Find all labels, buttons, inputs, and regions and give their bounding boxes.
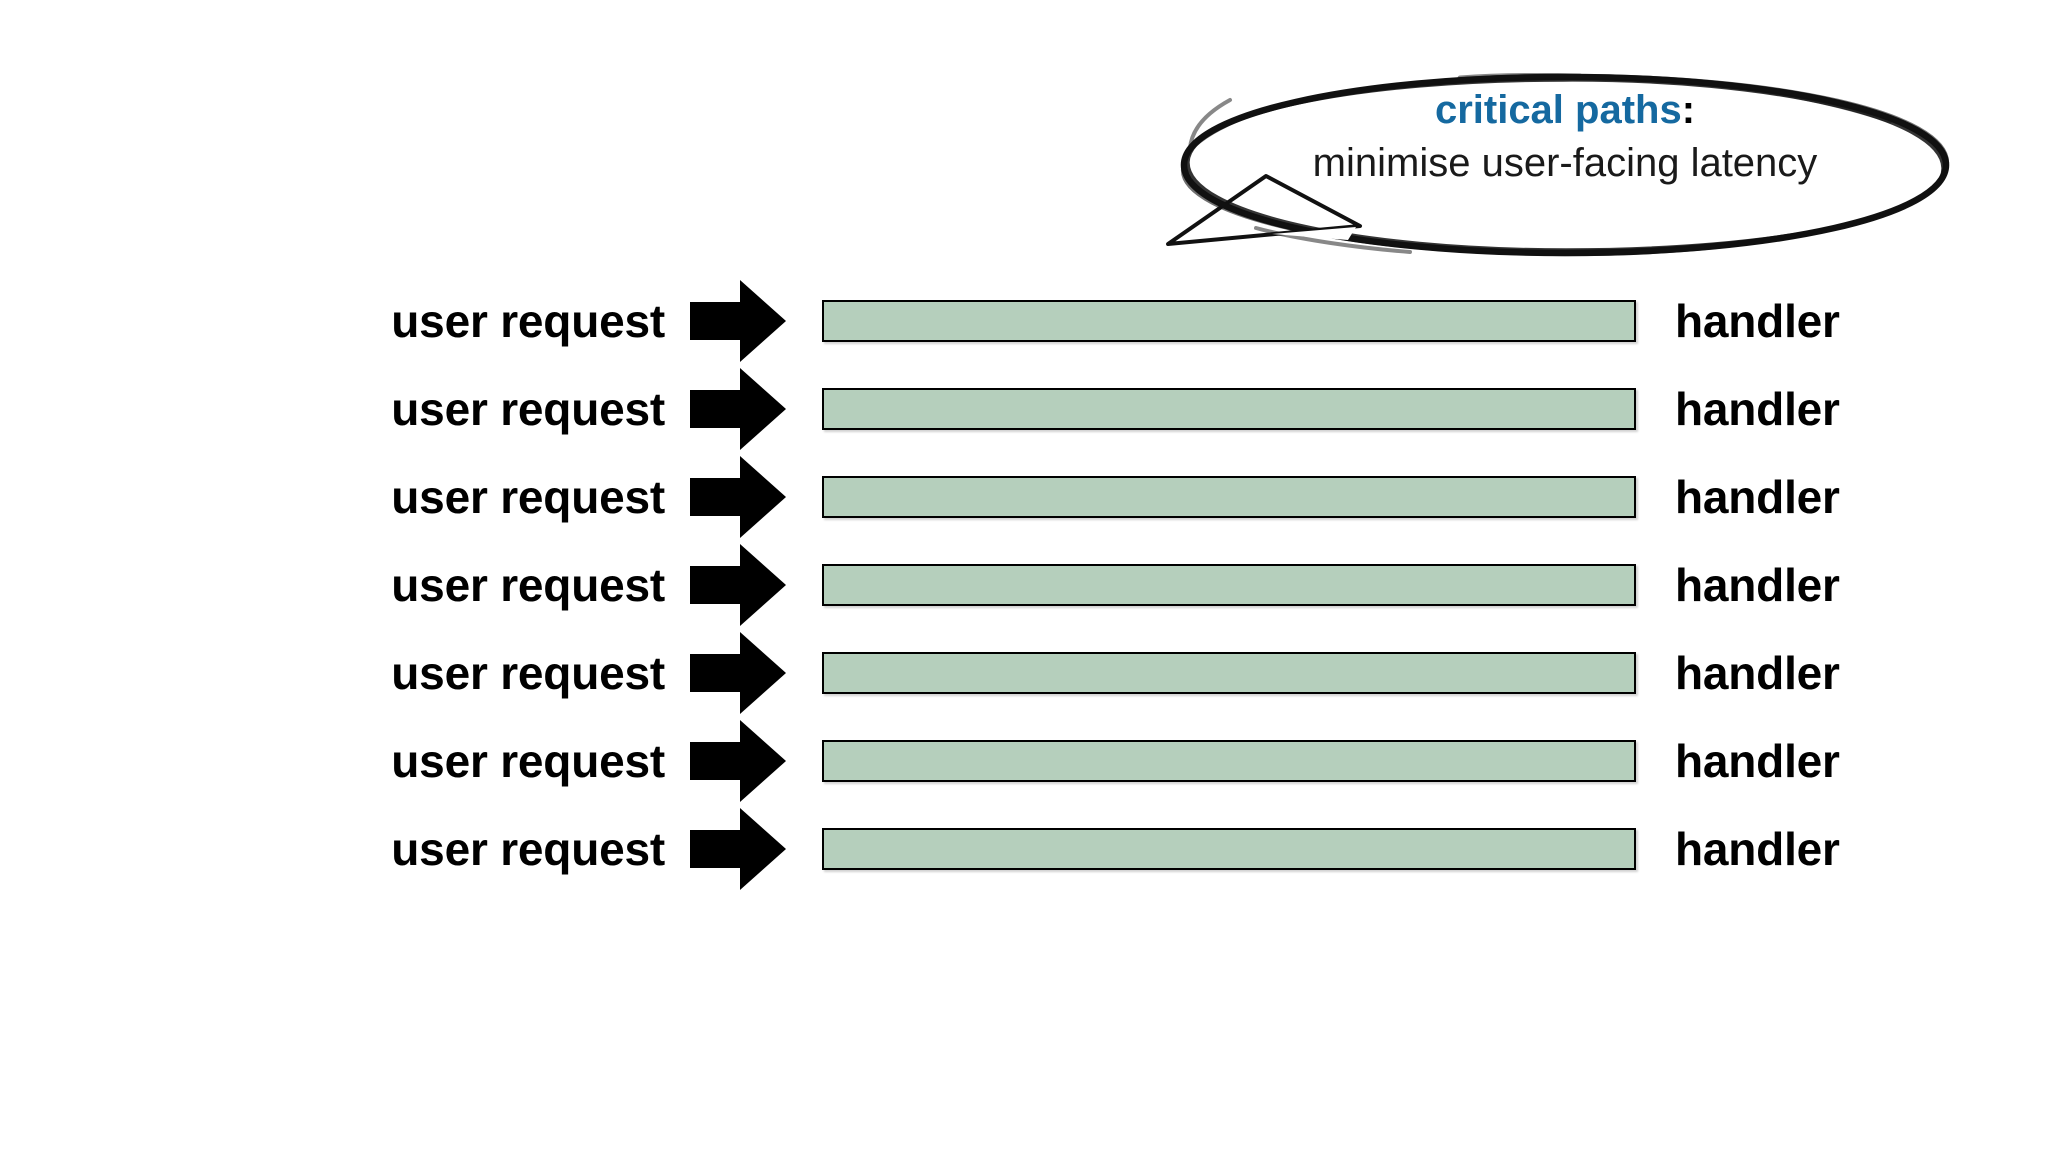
block-arrow-right-icon <box>690 368 786 450</box>
handler-label: handler <box>1675 559 1840 611</box>
handler-label: handler <box>1675 295 1840 347</box>
request-duration-bar[interactable] <box>822 388 1636 430</box>
request-duration-bar[interactable] <box>822 564 1636 606</box>
request-duration-bar[interactable] <box>822 740 1636 782</box>
callout-heading: critical paths: <box>1190 86 1940 135</box>
request-row: user request handler <box>0 453 2048 541</box>
handler-label: handler <box>1675 823 1840 875</box>
user-request-label: user request <box>391 559 665 611</box>
request-duration-bar[interactable] <box>822 476 1636 518</box>
request-duration-bar[interactable] <box>822 652 1636 694</box>
block-arrow-right-icon <box>690 808 786 890</box>
user-request-label: user request <box>391 647 665 699</box>
callout-subtitle: minimise user-facing latency <box>1312 140 1818 185</box>
block-arrow-right-icon <box>690 720 786 802</box>
user-request-label: user request <box>391 823 665 875</box>
handler-label: handler <box>1675 471 1840 523</box>
callout-text-block: critical paths: minimise user-facing lat… <box>1190 86 1940 188</box>
block-arrow-right-icon <box>690 456 786 538</box>
critical-paths-callout: critical paths: minimise user-facing lat… <box>1160 58 1970 348</box>
user-request-label: user request <box>391 735 665 787</box>
handler-label: handler <box>1675 383 1840 435</box>
request-row: user request handler <box>0 277 2048 365</box>
handler-label: handler <box>1675 647 1840 699</box>
callout-bubble-shape <box>1166 72 1950 257</box>
request-row: user request handler <box>0 717 2048 805</box>
block-arrow-right-icon <box>690 280 786 362</box>
callout-keyword: critical paths <box>1434 88 1682 132</box>
block-arrow-right-icon <box>690 632 786 714</box>
callout-tail-junction-mask <box>1272 227 1356 240</box>
user-request-label: user request <box>391 295 665 347</box>
callout-ellipse-strokes <box>1180 72 1950 257</box>
request-row: user request handler <box>0 365 2048 453</box>
callout-colon: : <box>1681 88 1696 132</box>
block-arrow-right-icon <box>690 544 786 626</box>
request-row: user request handler <box>0 541 2048 629</box>
request-row: user request handler <box>0 805 2048 893</box>
user-request-label: user request <box>391 471 665 523</box>
request-duration-bar[interactable] <box>822 300 1636 342</box>
handler-label: handler <box>1675 735 1840 787</box>
request-row: user request handler <box>0 629 2048 717</box>
user-request-label: user request <box>391 383 665 435</box>
request-duration-bar[interactable] <box>822 828 1636 870</box>
